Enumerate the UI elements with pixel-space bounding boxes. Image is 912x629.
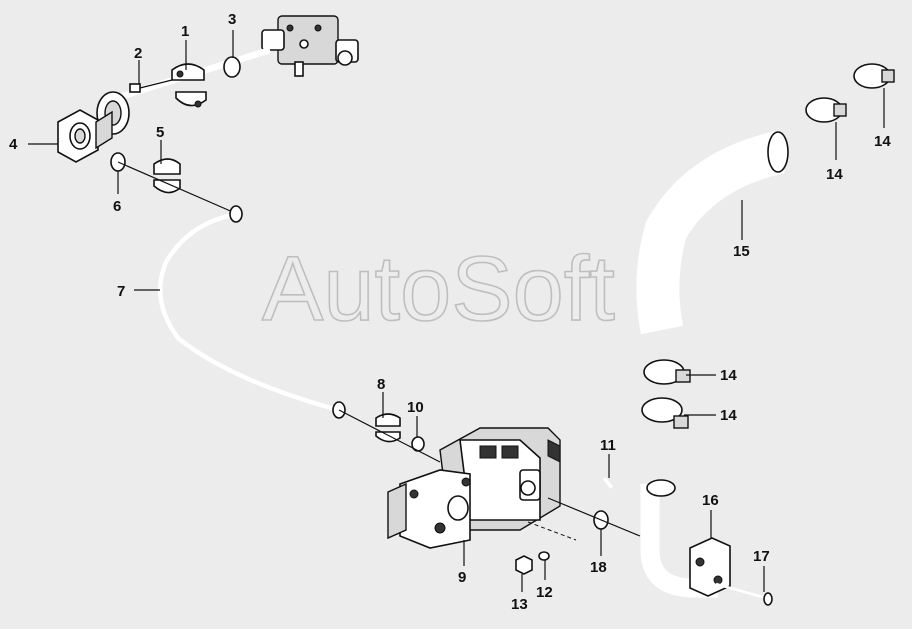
- callout-2: 2: [134, 45, 142, 62]
- suction-pipe: [640, 479, 718, 598]
- callout-1: 1: [181, 23, 189, 40]
- hose-clamp-14-top-left: [805, 97, 847, 123]
- callout-14-d: 14: [720, 407, 737, 424]
- o-ring-3: [223, 56, 241, 78]
- valve-block: [261, 15, 359, 77]
- callout-5: 5: [156, 124, 164, 141]
- callout-18: 18: [590, 559, 607, 576]
- hose-clamp-14-middle: [643, 359, 691, 385]
- leader-lines: [28, 30, 885, 592]
- callout-10: 10: [407, 399, 424, 416]
- bolt-17: [715, 582, 773, 606]
- flange-4: [57, 109, 113, 163]
- callout-14-c: 14: [720, 367, 737, 384]
- split-flange-clamp-8: [375, 413, 401, 443]
- callout-17: 17: [753, 548, 770, 565]
- callout-9: 9: [458, 569, 466, 586]
- watermark: AutoSoft: [262, 238, 615, 340]
- callout-13: 13: [511, 596, 528, 613]
- callout-3: 3: [228, 11, 236, 28]
- hose-clamp-14-lower: [641, 397, 689, 429]
- suction-hose-7: [157, 205, 346, 419]
- callout-7: 7: [117, 283, 125, 300]
- flange-16: [689, 537, 731, 597]
- washer-12: [538, 551, 550, 561]
- gear-pump-9: [387, 427, 561, 549]
- callout-labels: 1 2 3 4 5 6 7 8 9 10 11 12 13 14 14 14 1…: [9, 11, 891, 613]
- callout-16: 16: [702, 492, 719, 509]
- callout-12: 12: [536, 584, 553, 601]
- callout-11: 11: [600, 437, 616, 454]
- nut-13: [515, 555, 533, 575]
- hose-clamp-14-top-right: [853, 63, 895, 89]
- split-flange-clamp-1: [171, 63, 207, 108]
- callout-14-a: 14: [826, 166, 843, 183]
- bolt-2: [129, 79, 173, 93]
- callout-15: 15: [733, 243, 750, 260]
- return-hose-15: [636, 131, 789, 335]
- callout-6: 6: [113, 198, 121, 215]
- pin-11: [602, 476, 614, 490]
- callout-14-b: 14: [874, 133, 891, 150]
- callout-8: 8: [377, 376, 385, 393]
- callout-4: 4: [9, 136, 18, 153]
